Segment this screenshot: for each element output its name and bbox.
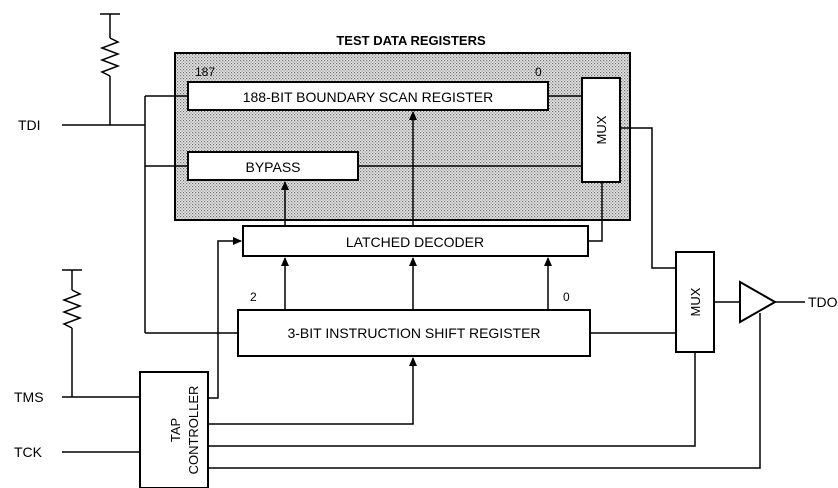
upper-mux-to-lower-mux-wire bbox=[620, 127, 676, 269]
upper-mux bbox=[581, 77, 621, 183]
bsr-msb-label: 187 bbox=[195, 65, 215, 79]
boundary-scan-register bbox=[187, 81, 549, 111]
tck-pin-label: TCK bbox=[14, 444, 43, 460]
tdo-output-buffer bbox=[739, 280, 778, 324]
latched-decoder bbox=[242, 225, 589, 257]
tms-pin-label: TMS bbox=[14, 389, 44, 405]
tap-controller-label-line1: TAP bbox=[168, 418, 183, 442]
upper-mux-label: MUX bbox=[594, 115, 609, 144]
tap-controller bbox=[139, 371, 209, 488]
test-data-registers-title: TEST DATA REGISTERS bbox=[336, 33, 486, 48]
bypass-register-label: BYPASS bbox=[246, 159, 301, 175]
tap-controller-outputs bbox=[208, 237, 761, 469]
tdi-pin-label: TDI bbox=[18, 117, 41, 133]
boundary-scan-register-label: 188-BIT BOUNDARY SCAN REGISTER bbox=[243, 89, 494, 105]
lower-mux-label: MUX bbox=[688, 287, 703, 316]
latched-decoder-label: LATCHED DECODER bbox=[346, 234, 484, 250]
tdo-pin-label: TDO bbox=[808, 294, 838, 310]
ir-to-decoder-wires bbox=[281, 257, 552, 310]
test-data-registers-region bbox=[174, 52, 631, 221]
instruction-register-label: 3-BIT INSTRUCTION SHIFT REGISTER bbox=[287, 325, 540, 341]
tap-controller-label-line2: CONTROLLER bbox=[186, 386, 201, 475]
bsr-lsb-label: 0 bbox=[535, 65, 542, 79]
tdi-pullup-resistor bbox=[99, 13, 121, 125]
tdi-wiring bbox=[62, 95, 238, 334]
instruction-shift-register bbox=[237, 309, 591, 357]
decoder-control-outputs bbox=[281, 111, 603, 242]
ir-lsb-label: 0 bbox=[563, 290, 570, 304]
ir-msb-label: 2 bbox=[250, 290, 257, 304]
bypass-register bbox=[187, 151, 359, 181]
tms-pullup-resistor bbox=[61, 269, 83, 397]
